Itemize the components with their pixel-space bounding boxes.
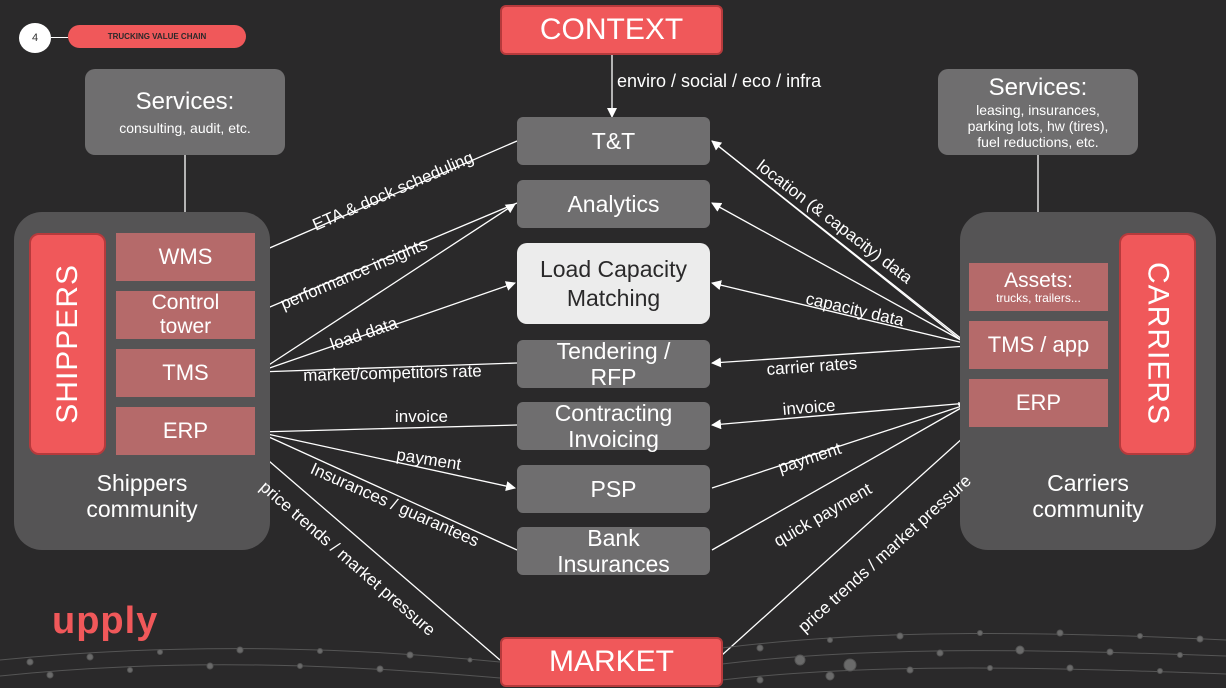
- shippers-vertical-label: SHIPPERS: [50, 264, 84, 424]
- center-box-analytics-label: Analytics: [567, 190, 660, 217]
- arrow-erp-psp: [257, 431, 516, 491]
- carriers-vertical-box: CARRIERS: [1119, 233, 1196, 455]
- market-box: MARKET: [500, 637, 723, 687]
- center-box-psp: PSP: [517, 465, 710, 513]
- arrow-tms-lcm: [257, 281, 516, 373]
- center-box-contracting: Contracting Invoicing: [517, 399, 710, 452]
- carriers-community-label: Carriers community: [960, 470, 1216, 523]
- carriers-assets-detail: trucks, trailers...: [996, 290, 1081, 305]
- right-services-line-2: parking lots, hw (tires),: [967, 117, 1109, 134]
- arrow-contract-erp: [257, 424, 518, 437]
- center-box-load-capacity-matching: Load Capacity Matching: [517, 243, 710, 324]
- shippers-block-erp: ERP: [116, 407, 255, 455]
- arrow-tms-lcm-r: [711, 280, 969, 345]
- shippers-vertical-box: SHIPPERS: [29, 233, 106, 455]
- header-rule: [51, 37, 68, 38]
- label-invoice-right: invoice: [781, 395, 837, 419]
- arrow-tms-tendering: [711, 345, 969, 368]
- carriers-block-assets: Assets: trucks, trailers...: [969, 263, 1108, 311]
- shippers-block-tms: TMS: [116, 349, 255, 397]
- right-services-title: Services:: [988, 74, 1088, 102]
- arrow-tendering-tms: [257, 362, 518, 377]
- carriers-vertical-label: CARRIERS: [1141, 262, 1175, 426]
- shippers-community-line-2: community: [86, 496, 198, 523]
- center-box-psp-label: PSP: [590, 475, 637, 502]
- shippers-block-control-tower: Control tower: [116, 291, 255, 339]
- label-market-competitors-rate: market/competitors rate: [302, 361, 482, 385]
- carriers-block-tms-app: TMS / app: [969, 321, 1108, 369]
- center-box-lcm-label: Load Capacity Matching: [539, 255, 688, 311]
- center-box-contracting-label: Contracting Invoicing: [554, 399, 673, 452]
- upply-logo: upply: [52, 602, 158, 640]
- left-services-box: Services: consulting, audit, etc.: [85, 69, 285, 155]
- carriers-block-erp: ERP: [969, 379, 1108, 427]
- arrow-bank-erp-r: [711, 403, 969, 551]
- shippers-block-erp-label: ERP: [162, 418, 209, 443]
- carriers-community-line-2: community: [1032, 496, 1144, 523]
- center-box-bank: Bank Insurances: [517, 524, 710, 577]
- page-number-badge: 4: [19, 23, 51, 53]
- left-services-detail: consulting, audit, etc.: [119, 120, 251, 136]
- arrow-tms-analytics: [257, 203, 516, 373]
- shippers-community-label: Shippers community: [14, 470, 270, 523]
- context-label: CONTEXT: [539, 13, 684, 46]
- shippers-community-line-1: Shippers: [96, 470, 188, 496]
- right-services-line-1: leasing, insurances,: [976, 101, 1100, 118]
- right-services-line-3: fuel reductions, etc.: [977, 133, 1099, 150]
- center-box-tendering-label: Tendering / RFP: [556, 337, 671, 390]
- center-box-tt-label: T&T: [591, 127, 636, 154]
- shippers-block-wms: WMS: [116, 233, 255, 281]
- carriers-block-erp-label: ERP: [1015, 390, 1062, 415]
- shippers-block-wms-label: WMS: [158, 244, 213, 269]
- shippers-block-tms-label: TMS: [162, 360, 209, 385]
- label-invoice-left: invoice: [395, 407, 448, 426]
- center-box-tt: T&T: [517, 117, 710, 165]
- left-services-title: Services:: [135, 88, 235, 115]
- arrow-analytics-control: [257, 202, 518, 314]
- carriers-community-line-1: Carriers: [1047, 470, 1129, 496]
- section-tag: TRUCKING VALUE CHAIN: [68, 25, 246, 48]
- center-box-analytics: Analytics: [517, 180, 710, 228]
- arrow-psp-erp: [711, 402, 969, 489]
- center-box-tendering: Tendering / RFP: [517, 337, 710, 390]
- center-box-bank-label: Bank Insurances: [557, 524, 670, 577]
- context-box: CONTEXT: [500, 5, 723, 55]
- carriers-block-tms-app-label: TMS / app: [987, 332, 1090, 357]
- shippers-block-control-tower-label: Control tower: [151, 290, 220, 338]
- decorative-dot-waves: [0, 629, 1226, 684]
- arrow-tms-analytics-r: [711, 202, 969, 345]
- arrow-tms-tt-extra: [711, 140, 969, 347]
- page-number: 4: [31, 32, 39, 44]
- arrow-bank-erp: [257, 431, 518, 551]
- arrow-erp-contract: [711, 402, 969, 430]
- market-label: MARKET: [548, 645, 674, 678]
- context-note: enviro / social / eco / infra: [617, 71, 822, 91]
- carriers-assets-title: Assets:: [1004, 268, 1073, 292]
- section-tag-text: TRUCKING VALUE CHAIN: [107, 32, 207, 41]
- right-services-box: Services: leasing, insurances, parking l…: [938, 69, 1138, 155]
- upply-logo-text: upply: [52, 600, 159, 642]
- arrow-tt-wms: [257, 140, 518, 255]
